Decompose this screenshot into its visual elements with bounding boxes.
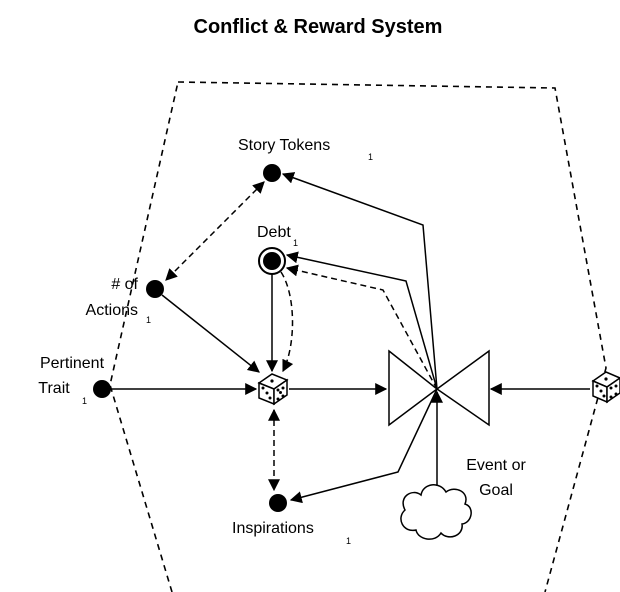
- story-tokens-label: Story Tokens: [238, 137, 330, 154]
- inspirations-label: Inspirations: [232, 520, 314, 537]
- trait-label-line2: Trait: [38, 380, 70, 397]
- trait-label-line1: Pertinent: [40, 355, 105, 372]
- dice-icon[interactable]: [257, 373, 289, 406]
- actions-label-line1: # of: [111, 276, 138, 293]
- cloud-icon[interactable]: [400, 484, 472, 540]
- gate-to-inspirations-arrow: [289, 388, 438, 504]
- gate-icon[interactable]: [435, 349, 490, 427]
- debt-node[interactable]: [263, 252, 281, 270]
- debt-label: Debt: [257, 224, 291, 241]
- trait-sub: 1: [82, 396, 87, 406]
- gate-to-debt-arrow: [285, 251, 438, 390]
- gate-to-story-tokens-arrow: [281, 172, 438, 390]
- story-tokens-sub: 1: [368, 152, 373, 162]
- event-label-line1: Event or: [466, 457, 526, 474]
- actions-label-line2: Actions: [86, 302, 138, 319]
- gate-icon[interactable]: [388, 349, 439, 427]
- boundary-outline: [109, 81, 607, 592]
- inspirations-sub: 1: [346, 536, 351, 546]
- debt-sub: 1: [293, 238, 298, 248]
- dice-icon[interactable]: [591, 371, 620, 404]
- story-tokens-actions-dashed-arrow: [165, 181, 265, 281]
- gate-to-debt-dashed-arrow: [285, 264, 438, 390]
- actions-sub: 1: [146, 315, 151, 325]
- debt-to-dice-dashed-arrow: [280, 271, 294, 373]
- actions-node[interactable]: [146, 280, 164, 298]
- actions-to-dice-arrow: [161, 294, 260, 373]
- diagram-title: Conflict & Reward System: [194, 16, 443, 38]
- story-tokens-node[interactable]: [263, 164, 281, 182]
- event-label-line2: Goal: [479, 482, 513, 499]
- inspirations-node[interactable]: [269, 494, 287, 512]
